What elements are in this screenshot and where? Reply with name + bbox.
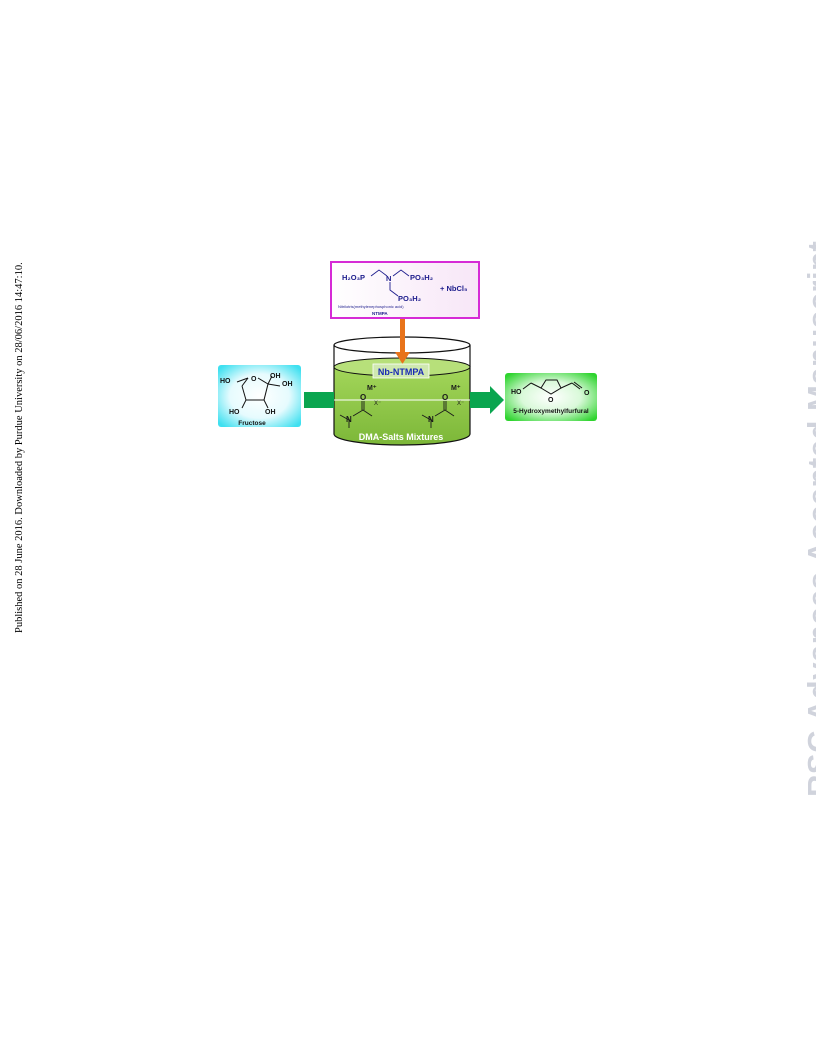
ntmpa-structure: [370, 269, 410, 297]
fructose-label: Fructose: [238, 420, 266, 427]
dma-molecule-right: [421, 401, 455, 428]
fructose-ring-oxygen: O: [251, 376, 257, 383]
fructose-box: HO O OH OH HO OH Fructose: [218, 365, 301, 427]
solvent-label: DMA-Salts Mixtures: [359, 432, 444, 442]
dma-left-nitrogen: N: [346, 415, 352, 424]
reagent-box: H₂O₃P N PO₃H₂ PO₃H₂ + NbCl₅ Nitrilotris(…: [330, 261, 480, 319]
green-arrow-in: [304, 392, 334, 408]
catalyst-label-box: [372, 363, 430, 379]
fructose-oh-4: HO: [229, 409, 240, 416]
anion-right: X⁻: [457, 401, 464, 407]
hmf-hydroxyl: HO: [511, 389, 522, 396]
dma-molecule-left: [339, 401, 373, 428]
dma-right-nitrogen: N: [428, 415, 434, 424]
ntmpa-left-group: H₂O₃P: [342, 273, 365, 282]
ntmpa-nitrogen: N: [386, 274, 391, 283]
cation-left: M⁺: [367, 385, 377, 392]
ntmpa-right-group: PO₃H₂: [410, 273, 433, 282]
dma-right-oxygen: O: [442, 393, 448, 402]
fructose-oh-1: HO: [220, 378, 231, 385]
fructose-oh-3: OH: [282, 381, 293, 388]
green-arrow-out: [470, 386, 504, 414]
catalyst-label: Nb-NTMPA: [378, 367, 425, 377]
ntmpa-full-name: Nitrilotris(methylenephosphonic acid): [338, 304, 404, 309]
hmf-aldehyde-oxygen: O: [584, 390, 590, 397]
cation-right: M⁺: [451, 385, 461, 392]
hmf-structure: [522, 379, 583, 395]
orange-down-arrow: [395, 319, 410, 364]
ntmpa-bottom-group: PO₃H₂: [398, 294, 421, 303]
ntmpa-abbreviation: NTMPA: [372, 311, 388, 316]
fructose-ring: [236, 375, 281, 409]
hmf-ring-oxygen: O: [548, 397, 554, 404]
dma-left-oxygen: O: [360, 393, 366, 402]
fructose-oh-5: OH: [265, 409, 276, 416]
anion-left: X⁻: [374, 401, 381, 407]
reactor-vessel: [304, 336, 500, 446]
fructose-oh-2: OH: [270, 373, 281, 380]
nbcl5-reagent: + NbCl₅: [440, 284, 468, 293]
product-box: HO O O 5-Hydroxymethylfurfural: [505, 373, 597, 421]
product-label: 5-Hydroxymethylfurfural: [513, 408, 589, 415]
